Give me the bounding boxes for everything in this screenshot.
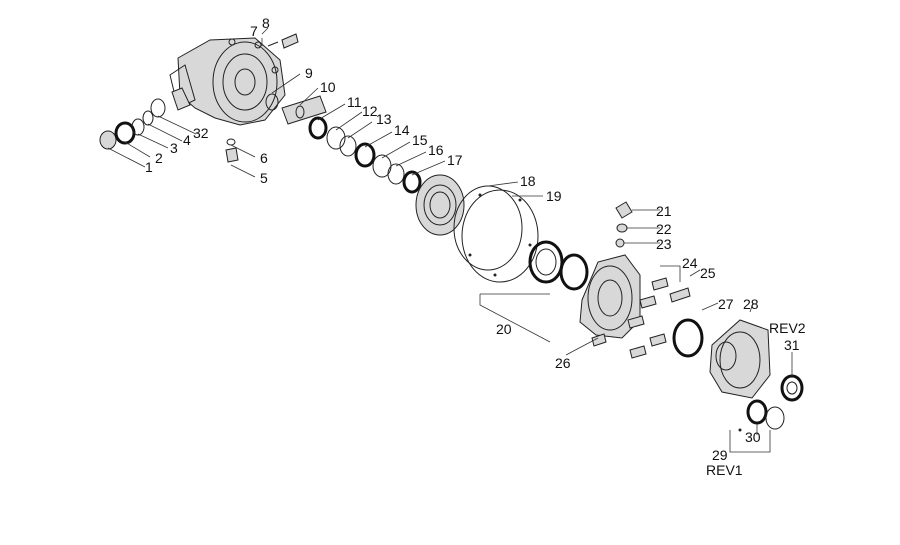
label-10: 10 [320, 79, 336, 95]
rings-11-16 [308, 116, 422, 194]
label-rev2: REV2 [769, 320, 806, 336]
label-3: 3 [170, 140, 178, 156]
label-25: 25 [700, 265, 716, 281]
bearings-29-30 [738, 399, 785, 432]
label-19: 19 [546, 188, 562, 204]
shaft [265, 93, 327, 125]
hub-housing [579, 254, 641, 339]
label-9: 9 [305, 65, 313, 81]
bearing-set [528, 240, 589, 291]
label-31: 31 [784, 337, 800, 353]
label-13: 13 [376, 111, 392, 127]
label-21: 21 [656, 203, 672, 219]
seal-31 [780, 374, 804, 402]
label-27: 27 [718, 296, 734, 312]
label-14: 14 [394, 122, 410, 138]
input-seals [99, 98, 166, 150]
seal-27 [672, 318, 704, 358]
label-29: 29 [712, 447, 728, 463]
label-20: 20 [496, 321, 512, 337]
label-2: 2 [155, 150, 163, 166]
label-30: 30 [745, 429, 761, 445]
label-5: 5 [260, 170, 268, 186]
label-6: 6 [260, 150, 268, 166]
gear-housing [169, 37, 286, 126]
callout-labels: 1 2 3 4 32 5 6 7 8 9 10 11 12 13 14 15 1… [145, 15, 806, 478]
label-23: 23 [656, 236, 672, 252]
label-rev1: REV1 [706, 462, 743, 478]
bolt-7-8 [267, 33, 299, 49]
label-11: 11 [347, 94, 362, 110]
label-26: 26 [555, 355, 571, 371]
label-15: 15 [412, 132, 428, 148]
label-7: 7 [250, 23, 258, 39]
wheel-hub [709, 319, 771, 399]
label-17: 17 [447, 152, 463, 168]
label-24: 24 [682, 255, 698, 271]
label-22: 22 [656, 221, 672, 237]
ring-gear [415, 174, 465, 236]
label-12: 12 [362, 103, 378, 119]
label-16: 16 [428, 142, 444, 158]
leader-lines [107, 27, 793, 453]
drain-plug [225, 138, 239, 163]
label-32: 32 [193, 125, 209, 141]
label-1: 1 [145, 159, 153, 175]
top-fittings [615, 201, 633, 248]
gasket-plate [453, 185, 539, 283]
label-8: 8 [262, 15, 270, 31]
label-4: 4 [183, 132, 191, 148]
label-28: 28 [743, 296, 759, 312]
parts [99, 33, 804, 432]
label-18: 18 [520, 173, 536, 189]
hub-bolts [591, 277, 691, 359]
